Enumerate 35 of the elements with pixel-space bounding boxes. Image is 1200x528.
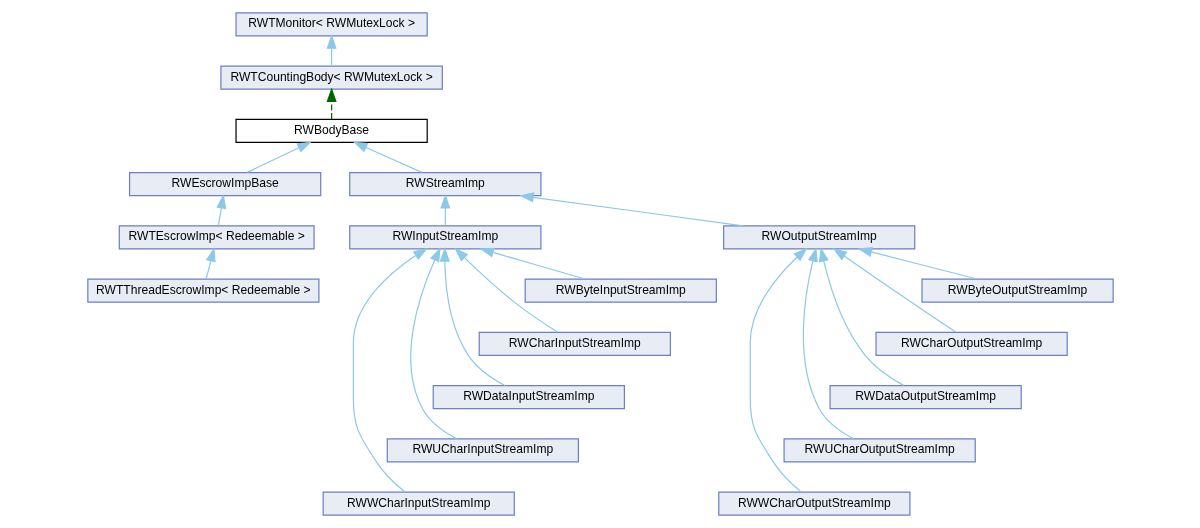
node-box: RWTThreadEscrowImp< Redeemable > — [86, 278, 319, 303]
node-box: RWCharOutputStreamImp — [874, 331, 1068, 356]
arrow — [439, 247, 506, 387]
arrow — [818, 247, 904, 386]
node-box: RWWCharOutputStreamImp — [717, 491, 910, 516]
arrow — [802, 247, 854, 440]
node-box: RWEscrowImpBase — [128, 172, 321, 197]
node-box: RWByteInputStreamImp — [524, 278, 717, 303]
arrow — [749, 247, 808, 493]
node-box: RWTEscrowImp< Redeemable > — [118, 225, 315, 250]
arrow — [478, 247, 585, 280]
node-box: RWOutputStreamImp — [722, 225, 915, 250]
node-box: RWTMonitor< RWMutexLock > — [234, 12, 428, 37]
arrow — [215, 193, 226, 226]
arrow — [246, 141, 312, 174]
arrow — [352, 247, 428, 493]
node-box: RWCharInputStreamImp — [478, 331, 671, 356]
arrow — [518, 192, 744, 227]
arrow — [205, 247, 216, 280]
arrow — [409, 247, 457, 440]
node-box: RWStreamImp — [348, 172, 542, 197]
node-box: RWDataOutputStreamImp — [828, 385, 1022, 410]
node-box: RWInputStreamImp — [348, 225, 542, 250]
node-box: RWBodyBase — [234, 118, 428, 143]
arrow — [352, 141, 422, 174]
arrow — [832, 247, 956, 333]
node-box: RWByteOutputStreamImp — [920, 278, 1114, 303]
arrow — [326, 87, 337, 120]
arrow — [453, 247, 558, 333]
node-box: RWTCountingBody< RWMutexLock > — [219, 65, 443, 90]
node-box: RWUCharInputStreamImp — [386, 438, 579, 463]
node-box: RWWCharInputStreamImp — [322, 491, 515, 516]
arrow — [857, 247, 978, 280]
node-box: RWUCharOutputStreamImp — [783, 438, 976, 463]
node-box: RWDataInputStreamImp — [432, 385, 625, 410]
